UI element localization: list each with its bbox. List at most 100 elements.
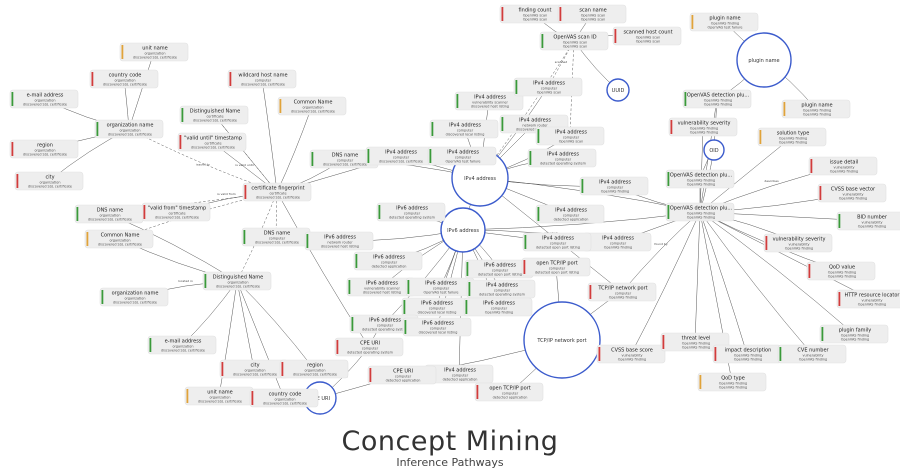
concept-node-http-loc[interactable]: HTTP resource locatorvulnerabilityOpenVA… <box>836 289 900 309</box>
concept-node-cert-fp[interactable]: certificate fingerprintcertificatediscov… <box>242 182 312 202</box>
concept-node-valid-until[interactable]: "valid until" timestampcertificatediscov… <box>177 132 247 152</box>
node-type-marker <box>181 108 184 122</box>
hub-uuid[interactable]: UUID <box>606 78 630 102</box>
node-title: IPv4 address <box>599 180 631 186</box>
node-source: OpenVAS finding <box>839 197 867 201</box>
node-box <box>119 42 189 62</box>
node-source: discovered SSL certificate <box>98 243 142 247</box>
node-type-marker <box>369 368 372 382</box>
node-source: discovered SSL certificate <box>198 400 242 404</box>
hub-plugin[interactable]: plugin name <box>736 32 792 88</box>
hub-label: IPv4 address <box>464 176 496 182</box>
edge-dn_org-region_bot <box>236 280 315 370</box>
hub-tcp[interactable]: TCP/IP network port <box>523 301 601 379</box>
node-box <box>587 282 657 302</box>
concept-node-ovdet1[interactable]: OpenVAS detection plu...OpenVAS findingO… <box>682 89 752 109</box>
node-source: OpenVAS finding <box>858 303 886 307</box>
node-source: discovered SSL certificate <box>256 196 300 200</box>
concept-node-org-name-top[interactable]: organization nameorganizationdiscovered … <box>94 119 164 139</box>
node-entity: organization <box>119 129 140 133</box>
concept-node-dn-org[interactable]: Distinguished Nameorganizationdiscovered… <box>202 271 272 291</box>
hub-label: plugin name <box>748 58 779 64</box>
node-box <box>14 171 84 191</box>
concept-node-ovdet2[interactable]: OpenVAS detection plu...OpenVAS findingO… <box>665 169 735 189</box>
concept-node-ovdet3[interactable]: OpenVAS detection plu...OpenVAS findingO… <box>665 202 735 222</box>
concept-node-vuln-sev2[interactable]: vulnerability severityvulnerabilityOpenV… <box>763 233 833 253</box>
node-type-marker <box>403 300 406 314</box>
edge-ovdet3-vuln_sev1 <box>699 126 704 213</box>
node-entity: computer <box>452 374 469 378</box>
hub-oid[interactable]: OID <box>703 139 725 161</box>
node-entity: organization <box>274 398 295 402</box>
node-title: CVSS base score <box>611 348 653 354</box>
concept-node-org-name-bot[interactable]: organization nameorganizationdiscovered … <box>99 287 169 307</box>
node-type-marker <box>281 362 284 376</box>
concept-node-dn-cert[interactable]: Distinguished Namecertificatediscovered … <box>179 105 249 125</box>
node-entity: OpenVAS finding <box>779 137 807 141</box>
concept-node-valid-from[interactable]: "valid from" timestampcertificatediscove… <box>141 202 211 222</box>
hub-ipv6[interactable]: IPv6 address <box>440 207 486 253</box>
node-entity: organization <box>304 369 325 373</box>
